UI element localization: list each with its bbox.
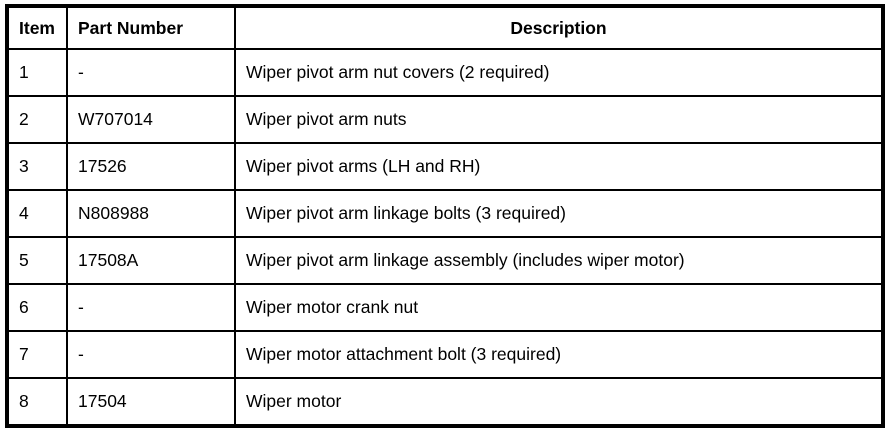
part-number-cell: N808988 [66,189,236,238]
item-cell: 8 [6,377,68,427]
table-row: 6-Wiper motor crank nut [6,283,884,332]
part-number-cell: 17508A [66,236,236,285]
item-cell: 7 [6,330,68,379]
item-cell: 4 [6,189,68,238]
part-number-cell: - [66,48,236,97]
header-description: Description [234,5,884,50]
part-number-cell: - [66,330,236,379]
parts-table: Item Part Number Description 1-Wiper piv… [5,4,885,428]
table-row: 7-Wiper motor attachment bolt (3 require… [6,330,884,379]
part-number-cell: - [66,283,236,332]
item-cell: 6 [6,283,68,332]
description-cell: Wiper pivot arm nuts [234,95,884,144]
item-cell: 1 [6,48,68,97]
description-cell: Wiper pivot arm nut covers (2 required) [234,48,884,97]
item-cell: 5 [6,236,68,285]
header-part-number: Part Number [66,5,236,50]
part-number-cell: 17504 [66,377,236,427]
item-cell: 3 [6,142,68,191]
description-cell: Wiper pivot arms (LH and RH) [234,142,884,191]
header-item: Item [6,5,68,50]
table-header-row: Item Part Number Description [6,5,884,50]
table-body: 1-Wiper pivot arm nut covers (2 required… [6,48,884,427]
description-cell: Wiper motor crank nut [234,283,884,332]
description-cell: Wiper motor attachment bolt (3 required) [234,330,884,379]
part-number-cell: 17526 [66,142,236,191]
description-cell: Wiper pivot arm linkage bolts (3 require… [234,189,884,238]
description-cell: Wiper pivot arm linkage assembly (includ… [234,236,884,285]
item-cell: 2 [6,95,68,144]
part-number-cell: W707014 [66,95,236,144]
table-row: 1-Wiper pivot arm nut covers (2 required… [6,48,884,97]
description-cell: Wiper motor [234,377,884,427]
